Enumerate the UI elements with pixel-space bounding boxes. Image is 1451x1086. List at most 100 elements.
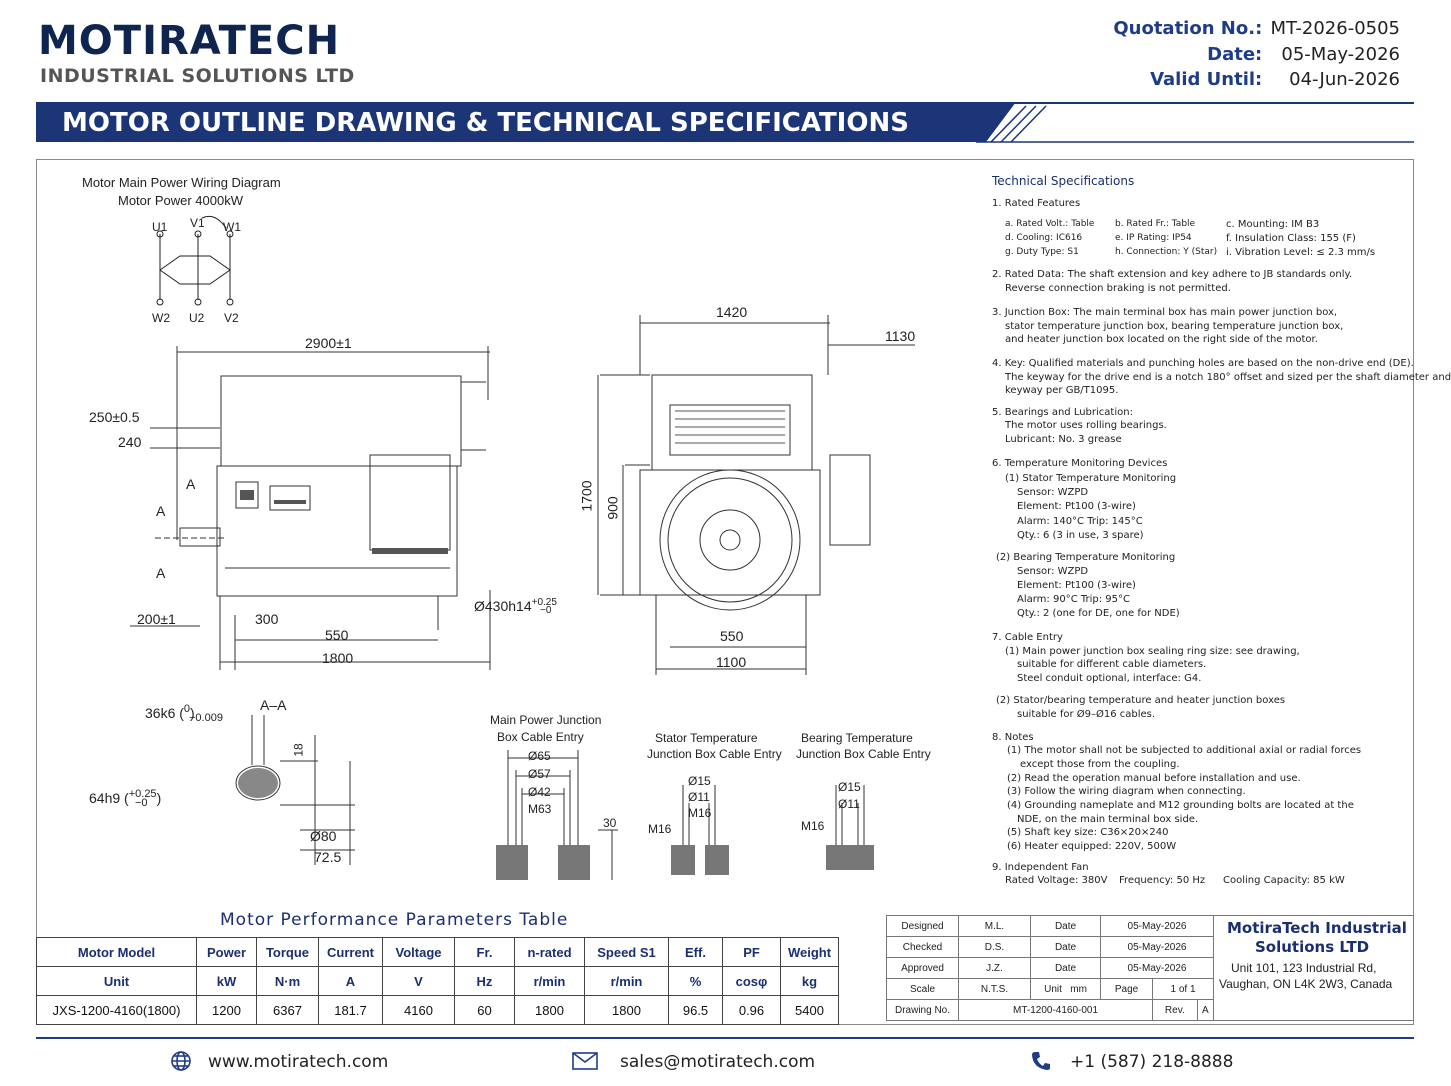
tb-company-1: MotiraTech Industrial [1227,919,1407,937]
tb-cell: Date [1030,957,1101,979]
spec-3-line-1: 3. Junction Box: The main terminal box h… [992,307,1338,318]
wiring-title: Motor Main Power Wiring Diagram [82,175,281,190]
dim-1800: 1800 [322,650,354,666]
footer-phone[interactable]: +1 (587) 218-8888 [1070,1052,1234,1072]
spec-3-line-3: and heater junction box located on the r… [1005,334,1318,345]
tb-cell: Unit mm [1030,978,1101,1000]
perf-table-title: Motor Performance Parameters Table [220,910,569,930]
footer-email[interactable]: sales@motiratech.com [620,1052,816,1072]
spec-8-line-7: NDE, on the main terminal box side. [1017,814,1199,825]
tb-company-2: Solutions LTD [1255,938,1370,956]
tb-cell: J.Z. [958,957,1031,979]
perf-unit: r/min [514,966,585,996]
perf-cell: 0.96 [722,995,781,1025]
tb-cell: D.S. [958,936,1031,958]
perf-unit: Unit [36,966,197,996]
quotation-value: MT-2026-0505 [1270,18,1400,39]
spec-2-line-2: Reverse connection braking is not permit… [1005,283,1231,294]
wiring-term-w2: W2 [152,311,170,325]
quotation-row: Quotation No.: MT-2026-0505 [1113,18,1400,39]
quotation-label: Quotation No.: [1113,18,1263,39]
dim-80: Ø80 [310,828,337,844]
perf-head: PF [722,937,781,967]
spec-6-line-5: Alarm: 140°C Trip: 145°C [1017,516,1143,527]
spec-9-voltage: Rated Voltage: 380V [1005,875,1108,886]
wiring-power: Motor Power 4000kW [118,193,243,208]
wiring-term-u2: U2 [189,311,205,325]
section-mark-a2: A [156,503,166,519]
spec-9-line-1: 9. Independent Fan [992,862,1089,873]
perf-cell: 1200 [196,995,257,1025]
spec-6-line-3: Sensor: WZPD [1017,487,1089,498]
tb-cell: Approved [886,957,959,979]
spec-8-line-4: (2) Read the operation manual before ins… [1007,773,1301,784]
perf-unit: % [668,966,723,996]
bearing-entry-d15: Ø15 [838,780,861,794]
perf-cell: 96.5 [668,995,723,1025]
spec-7-line-1: 7. Cable Entry [992,632,1063,643]
perf-header-row: Motor Model Power Torque Current Voltage… [36,937,839,967]
dim-300: 300 [255,611,279,627]
spec-feature-c: c. Mounting: IM B3 [1226,219,1320,230]
perf-head: Current [318,937,383,967]
dim-250: 250±0.5 [89,409,140,425]
perf-data-row: JXS-1200-4160(1800) 1200 6367 181.7 4160… [36,995,839,1025]
performance-table: Motor Model Power Torque Current Voltage… [36,937,839,1025]
tb-cell: Page [1099,978,1154,1000]
spec-6-line-6: Qty.: 6 (3 in use, 3 spare) [1017,530,1144,541]
perf-head: Motor Model [36,937,197,967]
tb-cell: Date [1030,915,1101,937]
wiring-term-v1: V1 [190,216,205,230]
valid-row: Valid Until: 04-Jun-2026 [1150,69,1400,90]
tb-address-1: Unit 101, 123 Industrial Rd, [1231,961,1377,975]
shaft-section [235,715,355,865]
tb-cell: 05-May-2026 [1100,915,1214,937]
title-block: Designed M.L. Date 05-May-2026 Checked D… [886,915,1215,1021]
spec-feature-g: g. Duty Type: S1 [1005,247,1079,257]
bearing-entry-title-2: Junction Box Cable Entry [796,747,931,761]
banner-title: MOTOR OUTLINE DRAWING & TECHNICAL SPECIF… [62,108,909,138]
perf-unit: N·m [256,966,319,996]
valid-value: 04-Jun-2026 [1289,69,1400,90]
perf-head: Weight [780,937,839,967]
tb-cell: A [1196,999,1215,1021]
tb-row-approved: Approved J.Z. Date 05-May-2026 [886,957,1214,979]
motor-side-view [130,346,491,670]
dim-1420: 1420 [716,304,748,320]
date-label: Date: [1207,44,1263,65]
mail-icon [572,1052,598,1070]
perf-cell: 1800 [584,995,669,1025]
wiring-term-w1: W1 [223,220,241,234]
perf-unit: cosφ [722,966,781,996]
spec-6b-line-3: Element: Pt100 (3-wire) [1017,580,1136,591]
main-entry-m63: M63 [528,802,552,816]
spec-7-line-4: Steel conduit optional, interface: G4. [1017,673,1202,684]
dim-240: 240 [118,434,142,450]
dim-key-tol-dn: −0.009 [189,712,223,724]
perf-unit: r/min [584,966,669,996]
perf-head: Torque [256,937,319,967]
spec-feature-h: h. Connection: Y (Star) [1115,247,1218,257]
tb-cell: Rev. [1152,999,1198,1021]
dim-550-side: 550 [325,627,349,643]
valid-label: Valid Until: [1150,69,1263,90]
globe-icon [171,1051,191,1071]
tb-row-designed: Designed M.L. Date 05-May-2026 [886,915,1214,937]
spec-6-line-1: 6. Temperature Monitoring Devices [992,458,1168,469]
drawing-frame [36,159,1414,1025]
footer-website[interactable]: www.motiratech.com [208,1052,389,1072]
tb-cell: MT-1200-4160-001 [957,999,1154,1021]
brand-subtitle: INDUSTRIAL SOLUTIONS LTD [40,65,355,87]
main-entry-title-2: Box Cable Entry [497,730,584,744]
spec-feature-i: i. Vibration Level: ≤ 2.3 mm/s [1226,247,1376,258]
spec-3-line-2: stator temperature junction box, bearing… [1005,321,1344,332]
tb-cell: Checked [886,936,959,958]
spec-8-line-1: 8. Notes [992,732,1034,743]
perf-unit: V [382,966,455,996]
spec-5-line-3: Lubricant: No. 3 grease [1005,434,1122,445]
tb-row-drawing: Drawing No. MT-1200-4160-001 Rev. A [886,999,1215,1021]
perf-cell: JXS-1200-4160(1800) [36,995,197,1025]
dim-1100: 1100 [716,654,747,670]
spec-feature-a: a. Rated Volt.: Table [1005,219,1095,229]
title-banner [36,102,1414,143]
